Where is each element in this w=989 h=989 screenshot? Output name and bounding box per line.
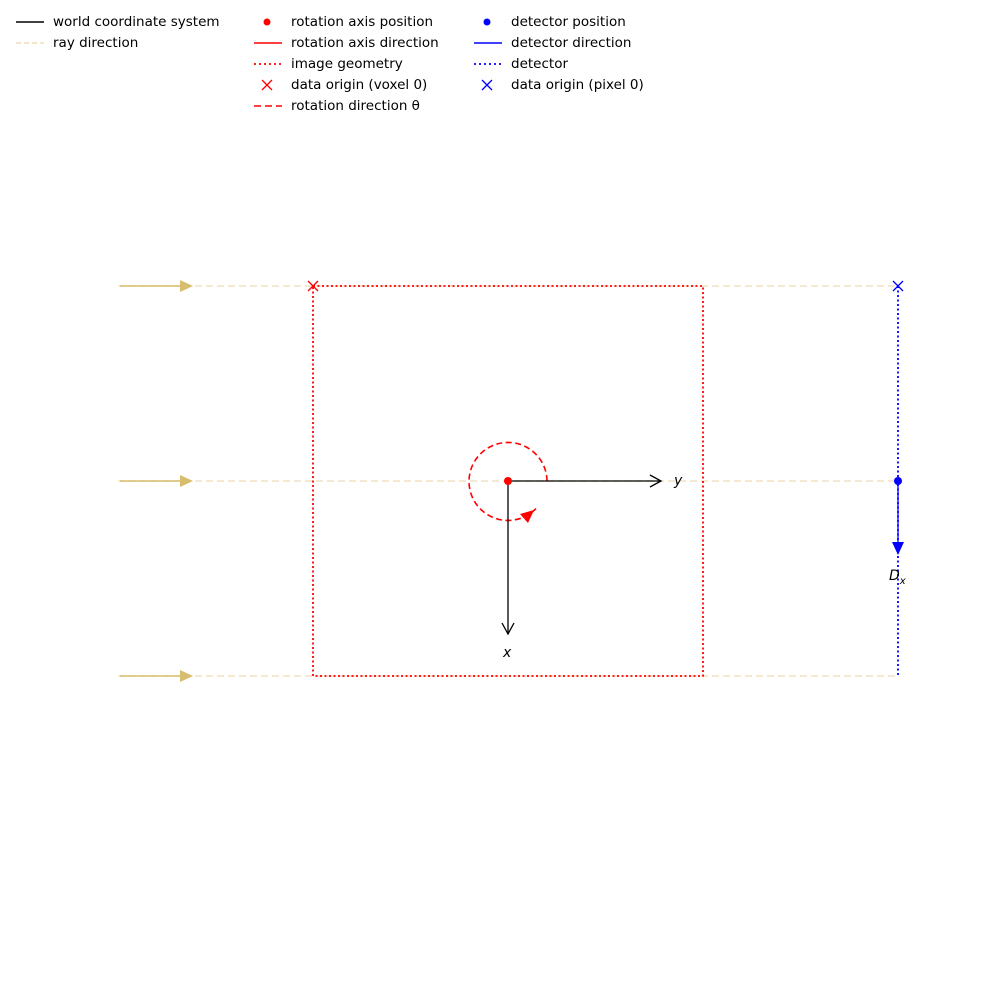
legend-label: world coordinate system	[53, 14, 220, 30]
legend-item-rotation-axis-position: rotation axis position	[253, 12, 433, 32]
rotation-direction-arrowhead	[520, 510, 534, 523]
legend-label: detector	[511, 56, 568, 72]
legend-item-image-geometry: image geometry	[253, 54, 403, 74]
axis-label-x: x	[502, 645, 512, 661]
legend-item-data-origin-pixel-0: data origin (pixel 0)	[473, 75, 644, 95]
legend-item-data-origin-voxel-0: data origin (voxel 0)	[253, 75, 427, 95]
legend-label: detector direction	[511, 35, 632, 51]
ray-arrow-top	[120, 280, 193, 292]
solid-line-icon	[474, 42, 502, 44]
axis-label-y: y	[673, 473, 683, 489]
legend-label: data origin (voxel 0)	[291, 77, 428, 93]
detector-direction-label: Dx	[889, 568, 906, 587]
dashed-line-icon	[254, 105, 282, 107]
legend-label: detector position	[511, 14, 626, 30]
detector-position	[894, 477, 902, 485]
data-origin-pixel-0-marker	[892, 280, 904, 292]
detector-direction-label-main: D	[889, 568, 900, 584]
legend-label: image geometry	[291, 56, 403, 72]
legend-label: rotation axis direction	[291, 35, 439, 51]
legend: world coordinate system ray direction ro…	[0, 0, 989, 120]
image-geometry	[312, 285, 704, 677]
legend-item-rotation-axis-direction: rotation axis direction	[253, 33, 439, 53]
legend-item-detector: detector	[473, 54, 568, 74]
legend-item-detector-direction: detector direction	[473, 33, 631, 53]
cross-icon	[261, 79, 273, 91]
legend-item-world-coordinate-system: world coordinate system	[15, 12, 220, 32]
dot-icon	[483, 18, 491, 26]
detector-direction-label-sub: x	[899, 576, 906, 587]
rotation-direction-circle	[468, 441, 548, 522]
legend-item-rotation-direction: rotation direction θ	[253, 96, 420, 116]
ray-arrow-middle	[120, 475, 193, 487]
ray-arrow-bottom	[120, 670, 193, 682]
detector-direction-arrowhead	[892, 542, 904, 555]
rotation-axis-position	[504, 477, 512, 485]
legend-item-ray-direction: ray direction	[15, 33, 138, 53]
legend-label: rotation axis position	[291, 14, 434, 30]
solid-line-icon	[254, 42, 282, 44]
legend-label: rotation direction θ	[291, 98, 420, 114]
dashed-line-icon	[16, 42, 44, 44]
solid-line-icon	[16, 21, 44, 23]
data-origin-voxel-0-marker	[307, 280, 319, 292]
legend-label: ray direction	[53, 35, 139, 51]
dot-icon	[263, 18, 271, 26]
legend-item-detector-position: detector position	[473, 12, 626, 32]
legend-label: data origin (pixel 0)	[511, 77, 644, 93]
cross-icon	[481, 79, 493, 91]
